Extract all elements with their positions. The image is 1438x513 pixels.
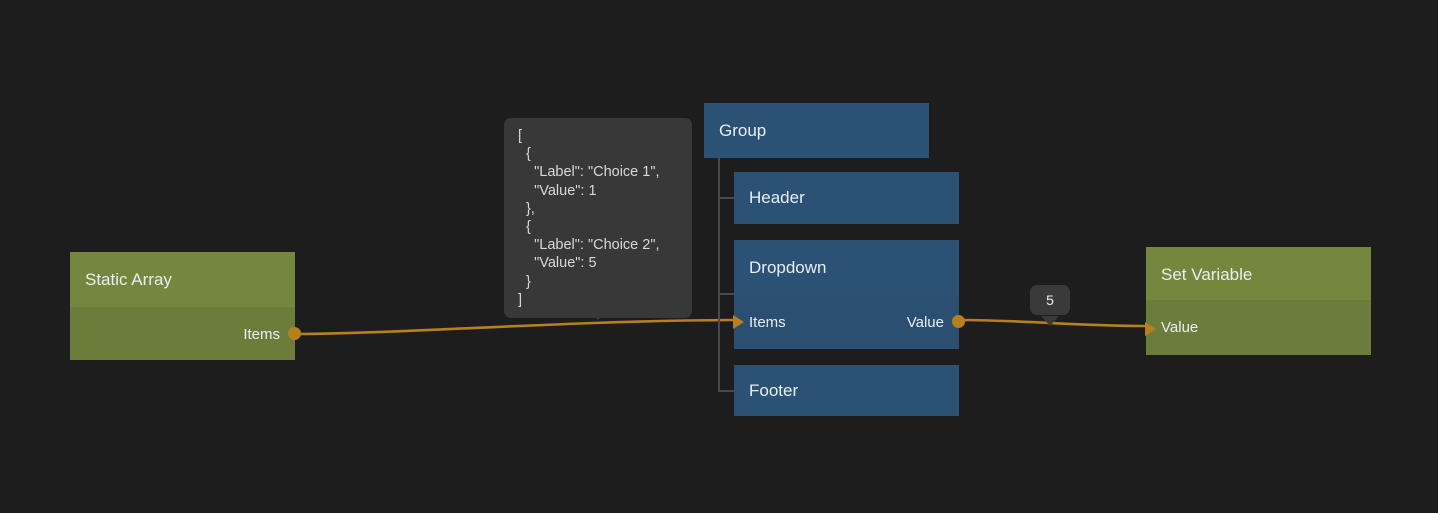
- output-port-value[interactable]: [952, 315, 965, 328]
- node-dropdown-body: Items Value: [733, 295, 965, 349]
- node-header-title: Header: [734, 172, 959, 224]
- port-label-value-out: Value: [906, 313, 944, 331]
- wire-static-array-to-dropdown: [296, 318, 734, 336]
- group-tree-branch-header: [718, 197, 735, 199]
- dropdown-value-badge-pointer: [1041, 316, 1059, 326]
- node-group-title: Group: [704, 103, 929, 158]
- node-group[interactable]: Group: [704, 103, 929, 158]
- node-static-array-title: Static Array: [70, 252, 295, 307]
- input-port-value[interactable]: [1145, 322, 1156, 336]
- port-row-value-in[interactable]: Value: [1146, 300, 1371, 354]
- node-set-variable[interactable]: Set Variable Value: [1145, 247, 1371, 355]
- node-set-variable-title: Set Variable: [1146, 247, 1371, 300]
- group-tree-vertical-line: [718, 156, 720, 391]
- port-label-value-in: Value: [1161, 318, 1199, 336]
- node-dropdown-title: Dropdown: [734, 240, 959, 295]
- node-set-variable-body: Value: [1145, 300, 1371, 355]
- group-tree-branch-dropdown: [718, 293, 735, 295]
- node-footer-title: Footer: [734, 365, 959, 416]
- port-row-dropdown-ports[interactable]: Items Value: [734, 295, 959, 349]
- items-json-tooltip: [ { "Label": "Choice 1", "Value": 1 }, {…: [504, 118, 692, 319]
- input-port-items[interactable]: [733, 315, 744, 329]
- port-row-items-out[interactable]: Items: [70, 307, 295, 361]
- port-label-items: Items: [243, 325, 280, 343]
- port-label-items-in: Items: [749, 313, 786, 331]
- group-tree-branch-footer: [718, 390, 735, 392]
- node-footer[interactable]: Footer: [734, 365, 959, 416]
- output-port-items[interactable]: [288, 327, 301, 340]
- node-static-array[interactable]: Static Array Items: [70, 252, 301, 361]
- node-header[interactable]: Header: [734, 172, 959, 224]
- node-static-array-body: Items: [70, 307, 301, 361]
- items-json-tooltip-pointer: [587, 309, 609, 320]
- dropdown-value-badge: 5: [1030, 285, 1070, 315]
- node-dropdown[interactable]: Dropdown Items Value: [733, 240, 965, 349]
